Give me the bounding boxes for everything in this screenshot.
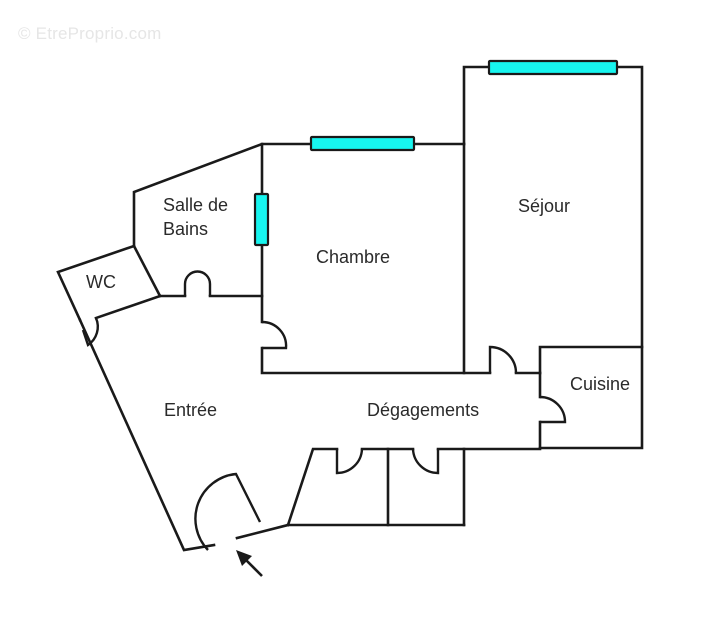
label-wc: WC <box>86 272 116 292</box>
label-degagements: Dégagements <box>367 400 479 420</box>
door-closet-2 <box>411 448 440 475</box>
windows <box>253 59 619 247</box>
door-cuisine <box>539 395 567 424</box>
window-sejour <box>487 59 619 76</box>
watermark: © EtreProprio.com <box>18 24 162 43</box>
door-wc <box>81 317 99 347</box>
label-entree: Entrée <box>164 400 217 420</box>
label-salle-de-bains-1: Salle de <box>163 195 228 215</box>
doors <box>81 270 567 551</box>
label-cuisine: Cuisine <box>570 374 630 394</box>
entrance-arrow-icon <box>236 550 263 577</box>
window-chambre <box>309 135 416 152</box>
label-chambre: Chambre <box>316 247 390 267</box>
label-sejour: Séjour <box>518 196 570 216</box>
door-sejour <box>488 345 518 374</box>
door-entrance <box>194 472 262 551</box>
door-closet-1 <box>335 448 364 475</box>
label-salle-de-bains-2: Bains <box>163 219 208 239</box>
door-bathroom <box>183 270 212 296</box>
door-chambre <box>261 320 288 350</box>
window-salle-de-bains <box>253 192 270 247</box>
